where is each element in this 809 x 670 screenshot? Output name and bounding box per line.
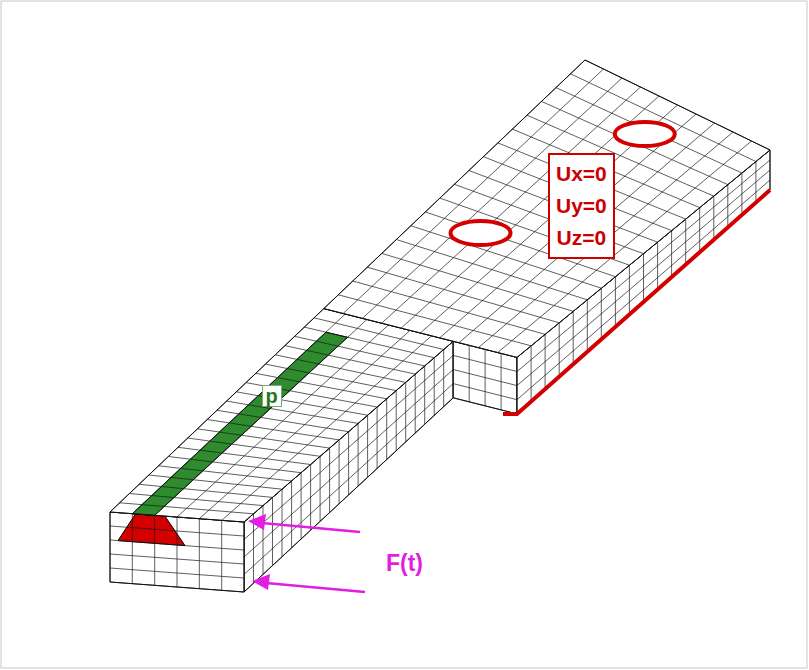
top-face	[324, 60, 770, 357]
force-arrow-line	[266, 583, 365, 592]
boundary-condition-box: Ux=0 Uy=0 Uz=0	[548, 153, 615, 259]
force-arrow-line	[262, 523, 360, 532]
force-label: F(t)	[386, 550, 423, 576]
fixed-hole	[615, 122, 675, 146]
pressure-label: p	[262, 385, 282, 407]
mesh-body	[110, 60, 770, 592]
loaded-region	[118, 514, 185, 546]
mesh-grid	[110, 512, 244, 592]
mesh-grid	[110, 309, 453, 522]
force-arrowhead	[248, 514, 266, 530]
boundary-condition-text: Ux=0 Uy=0 Uz=0	[556, 158, 607, 254]
pressure-strip	[132, 332, 347, 515]
force-arrowhead	[252, 574, 270, 590]
fixed-edge	[503, 190, 770, 414]
mesh-grid	[324, 60, 770, 357]
force-arrows	[248, 514, 365, 592]
top-face	[110, 309, 453, 522]
end-face	[110, 512, 244, 592]
fixed-hole	[451, 221, 511, 245]
